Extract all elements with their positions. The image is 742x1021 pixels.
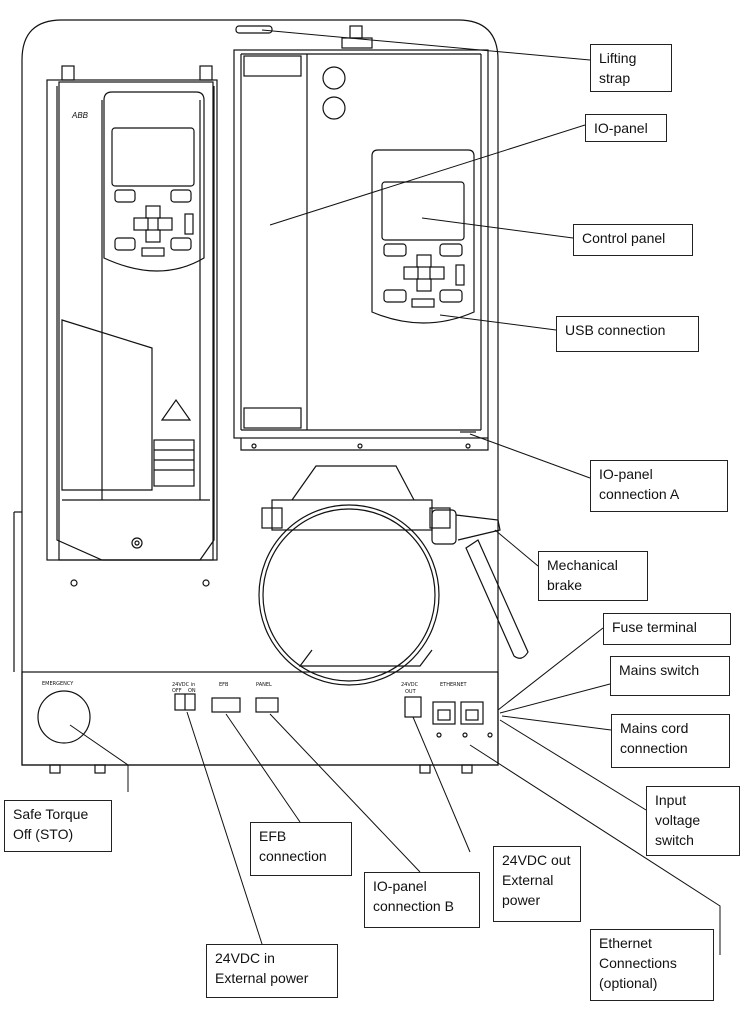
ethernet-port-1 [432, 701, 456, 725]
label-24vdc-in-external-power: 24VDC in External power [206, 944, 338, 998]
control-panel [371, 149, 475, 324]
ethernet-text: ETHERNET [440, 682, 468, 688]
efb-text: EFB [219, 682, 229, 688]
label-io-panel-connection-b: IO-panel connection B [364, 872, 480, 928]
label-efb-connection: EFB connection [250, 822, 352, 876]
label-mechanical-brake: Mechanical brake [538, 551, 648, 601]
label-ethernet-connections: Ethernet Connections (optional) [590, 929, 714, 1001]
label-lifting-strap: Lifting strap [590, 44, 672, 92]
efb-connector [211, 697, 241, 713]
panel-connector [255, 697, 279, 713]
enclosure-outline [21, 19, 499, 766]
label-usb-connection: USB connection [556, 316, 699, 352]
out-text: OUT [405, 689, 417, 695]
mechanical-brake-lever [431, 509, 529, 659]
lifting-strap-slot [235, 25, 273, 34]
dc24-out-connector [404, 696, 422, 718]
label-control-panel: Control panel [573, 224, 693, 256]
brand-text: ABB [71, 111, 89, 120]
leader-lines [69, 29, 721, 955]
label-fuse-terminal: Fuse terminal [603, 613, 731, 645]
label-24vdc-out-external-power: 24VDC out External power [493, 846, 581, 922]
emergency-text: EMERGENCY [42, 681, 74, 687]
label-io-panel-connection-a: IO-panel connection A [590, 460, 728, 512]
dc24-out-text: 24VDC [401, 682, 419, 688]
io-panel [233, 49, 489, 451]
label-safe-torque-off: Safe Torque Off (STO) [4, 800, 112, 852]
label-input-voltage-switch: Input voltage switch [646, 786, 740, 856]
label-mains-switch: Mains switch [610, 656, 730, 696]
motor [258, 465, 451, 686]
dc24-in-text: 24VDC in [172, 682, 195, 688]
label-io-panel: IO-panel [585, 114, 667, 142]
ethernet-port-2 [460, 701, 484, 725]
on-text: ON [188, 688, 196, 694]
bottom-panel [21, 671, 499, 766]
drive-unit [46, 65, 218, 587]
panel-text: PANEL [256, 682, 272, 688]
label-mains-cord-connection: Mains cord connection [611, 714, 730, 768]
emergency-stop-button [37, 690, 91, 744]
off-text: OFF [172, 688, 182, 694]
